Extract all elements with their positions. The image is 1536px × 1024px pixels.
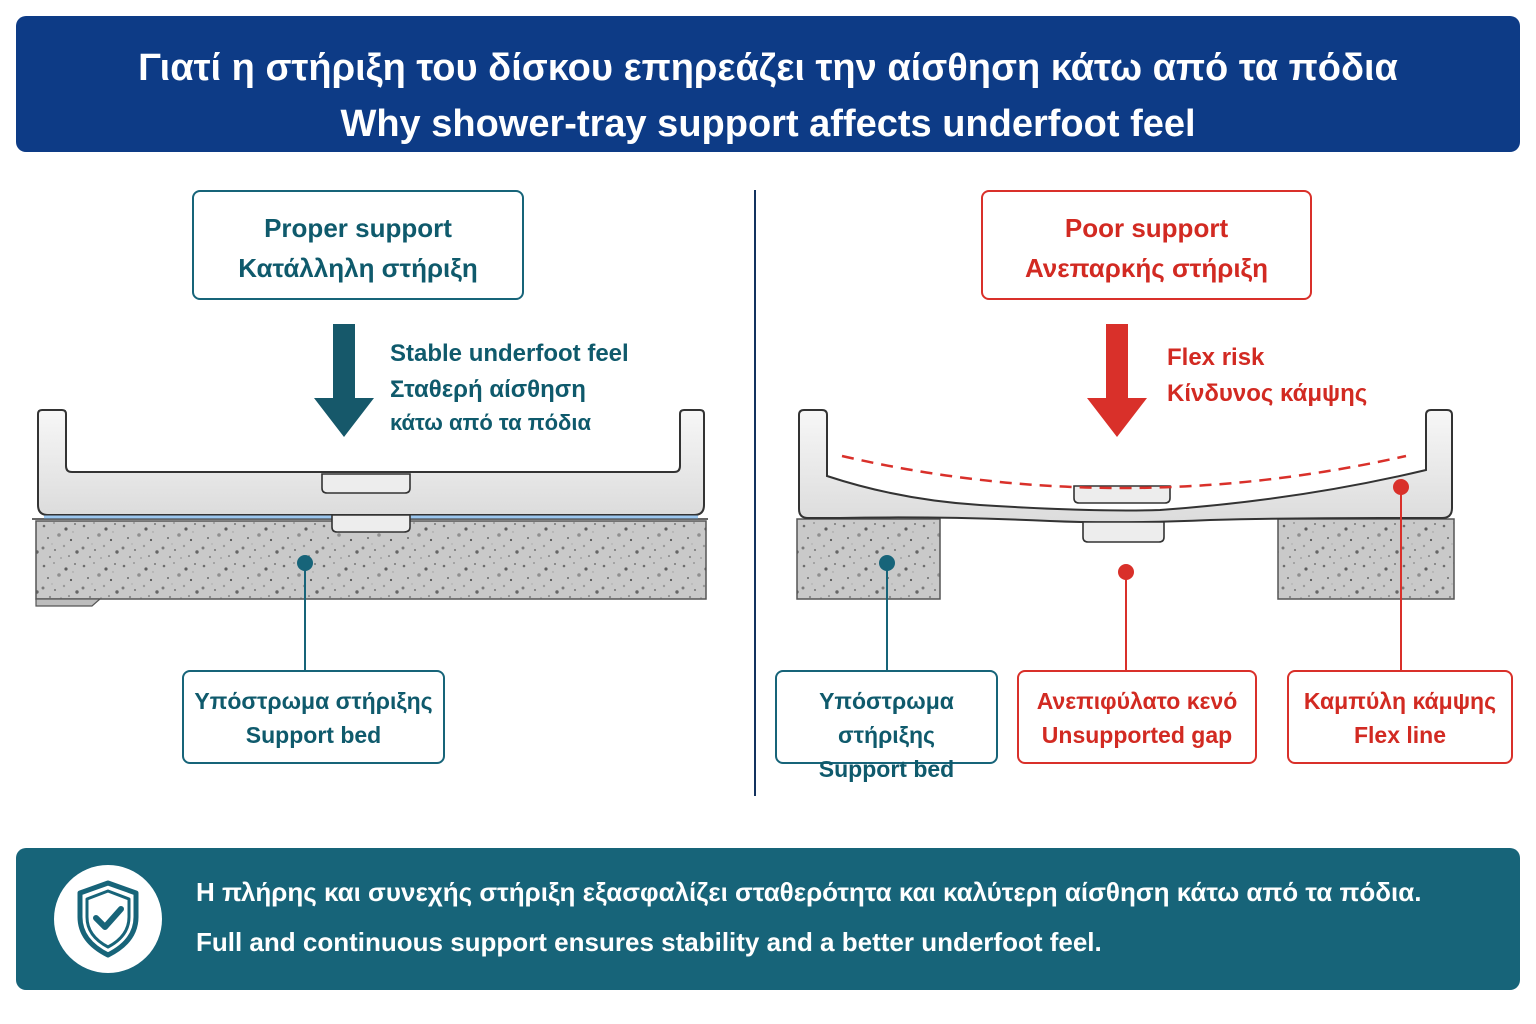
support-bed-gr-right: Υπόστρωμα στήριξης (819, 688, 954, 748)
proper-support-diagram (32, 324, 708, 671)
flex-line-gr: Καμπύλη κάμψης (1303, 688, 1497, 714)
flex-risk-en: Flex risk (1167, 344, 1265, 371)
down-arrow-right (1087, 324, 1147, 437)
support-bed-en: Support bed (245, 722, 382, 748)
callout-dot-bed (879, 555, 895, 571)
panel-divider (754, 190, 756, 796)
unsupported-gap-callout: Ανεπιφύλατο κενό Unsupported gap (1017, 670, 1257, 764)
callout-dot-flex (1393, 479, 1409, 495)
title-english: Why shower-tray support affects underfoo… (340, 103, 1196, 145)
support-bed-right-left (796, 518, 941, 600)
shield-badge (54, 865, 162, 973)
header-banner: Γιατί η στήριξη του δίσκου επηρεάζει την… (16, 16, 1520, 152)
unsupported-gap-gr: Ανεπιφύλατο κενό (1036, 688, 1238, 714)
poor-support-title-gr: Ανεπαρκής στήριξη (1024, 253, 1269, 283)
poor-support-title-en: Poor support (1064, 213, 1229, 243)
proper-support-title-box: Proper support Κατάλληλη στήριξη (192, 190, 524, 300)
stable-feel-label: Stable underfoot feel Σταθερή αίσθηση κά… (390, 336, 629, 438)
support-bed-right-right (1277, 518, 1455, 600)
shield-check-icon (77, 880, 139, 958)
down-arrow-left (314, 324, 374, 437)
shower-tray-right (798, 409, 1453, 524)
flex-line-en: Flex line (1353, 722, 1447, 748)
stable-feel-en: Stable underfoot feel (390, 340, 629, 367)
support-bed-gr: Υπόστρωμα στήριξης (194, 688, 433, 714)
support-bed-en-right: Support bed (818, 756, 955, 782)
poor-support-title-box: Poor support Ανεπαρκής στήριξη (981, 190, 1312, 300)
support-bed-callout-left: Υπόστρωμα στήριξης Support bed (182, 670, 445, 764)
drain-right (1073, 485, 1171, 504)
flex-risk-gr: Κίνδυνος κάμψης (1167, 380, 1368, 407)
flex-curve-dashed (841, 454, 1407, 490)
support-bed-callout-right: Υπόστρωμα στήριξης Support bed (775, 670, 998, 782)
poor-support-diagram (796, 324, 1455, 671)
drain-left (321, 473, 411, 494)
title-greek: Γιατί η στήριξη του δίσκου επηρεάζει την… (138, 47, 1398, 89)
footer-text-greek: Η πλήρης και συνεχής στήριξη εξασφαλίζει… (196, 877, 1422, 907)
callout-dot-gap (1118, 564, 1134, 580)
stable-feel-gr-1: Σταθερή αίσθηση (390, 376, 586, 403)
unsupported-gap-en: Unsupported gap (1041, 722, 1233, 748)
footer-text-english: Full and continuous support ensures stab… (196, 927, 1102, 957)
stable-feel-gr-2: κάτω από τα πόδια (390, 410, 591, 435)
proper-support-title-en: Proper support (264, 213, 452, 243)
callout-dot-left (297, 555, 313, 571)
proper-support-title-gr: Κατάλληλη στήριξη (238, 253, 478, 283)
flex-risk-label: Flex risk Κίνδυνος κάμψης (1167, 340, 1367, 412)
footer-banner: Η πλήρης και συνεχής στήριξη εξασφαλίζει… (16, 848, 1520, 990)
flex-line-callout: Καμπύλη κάμψης Flex line (1287, 670, 1513, 764)
shower-tray-left (37, 409, 705, 516)
